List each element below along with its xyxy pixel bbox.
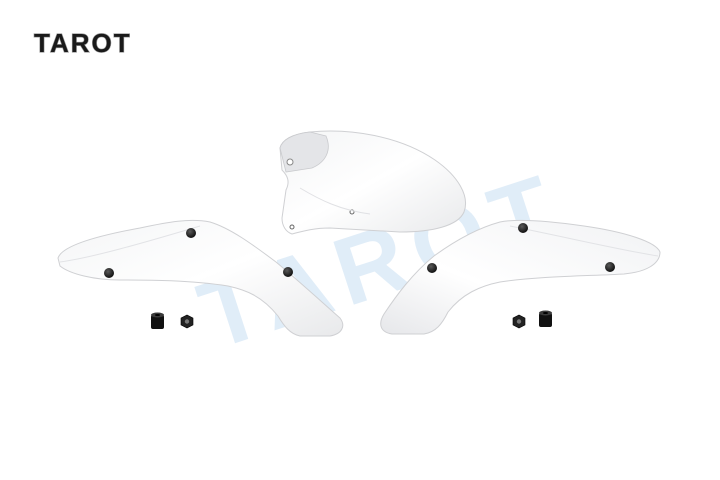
tarot-logo: TAROT bbox=[33, 28, 132, 58]
hex-nut bbox=[180, 314, 194, 329]
standoff bbox=[151, 312, 164, 329]
left-hardware bbox=[151, 312, 194, 329]
mount-hole bbox=[286, 158, 294, 166]
center-canopy-panel bbox=[279, 130, 466, 235]
screw bbox=[518, 223, 528, 233]
screw bbox=[605, 262, 615, 272]
screw bbox=[427, 263, 437, 273]
standoff bbox=[539, 310, 552, 327]
left-side-panel bbox=[57, 219, 344, 337]
right-hardware bbox=[512, 310, 552, 329]
screw bbox=[283, 267, 293, 277]
screw bbox=[186, 228, 196, 238]
mount-hole bbox=[289, 224, 295, 230]
right-side-panel bbox=[380, 219, 661, 335]
screw bbox=[104, 268, 114, 278]
logo-text: TAROT bbox=[34, 28, 132, 58]
hex-nut bbox=[512, 314, 526, 329]
